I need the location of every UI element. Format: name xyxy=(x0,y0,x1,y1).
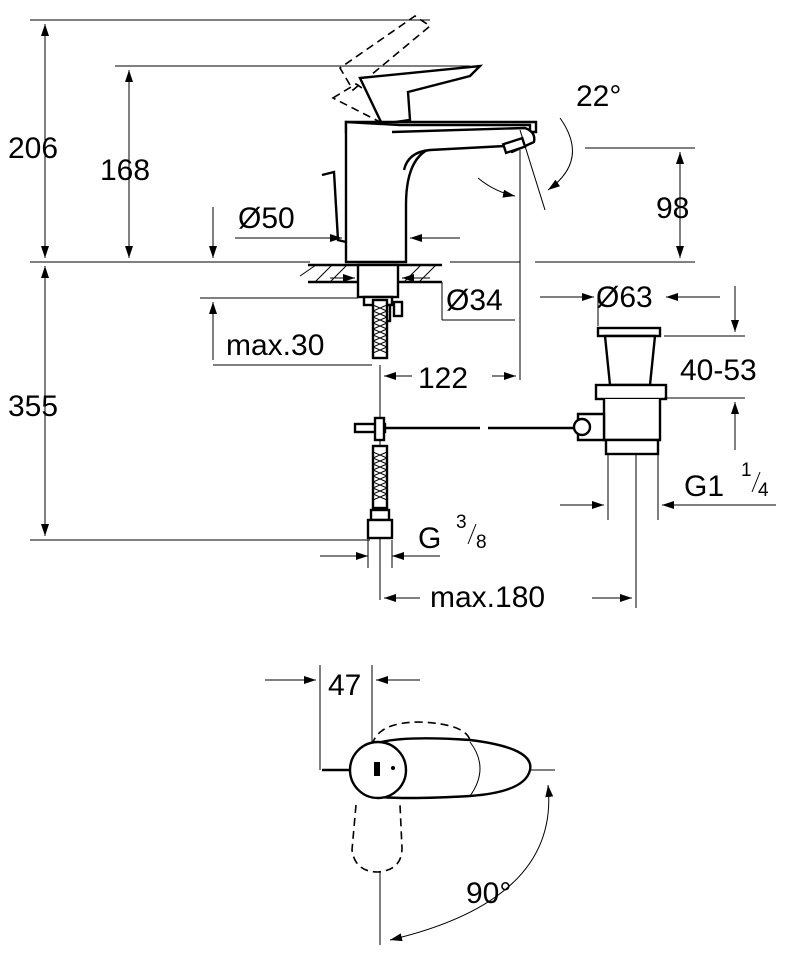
pop-up-waste xyxy=(572,326,668,456)
dim-355-label: 355 xyxy=(8,390,58,423)
hose-thread-label: G xyxy=(418,522,441,555)
dim-122-label: 122 xyxy=(418,362,468,395)
flex-hose-upper xyxy=(371,298,389,360)
hose-thread-denominator: 8 xyxy=(476,532,487,553)
dim-max180-label: max.180 xyxy=(430,581,545,614)
hose-thread-numerator: 3 xyxy=(456,512,467,533)
side-view: 206 168 22° 98 Ø50 Ø34 Ø63 max.30 122 40… xyxy=(8,15,776,614)
lever-top-dashed xyxy=(371,721,471,746)
flex-hose-lower xyxy=(371,444,389,510)
top-view: 47 90° xyxy=(265,665,555,945)
popup-rod xyxy=(321,170,347,244)
dim-40-53-label: 40-53 xyxy=(680,354,757,387)
drain-thread-numerator: 1 xyxy=(741,460,752,481)
dim-d34-label: Ø34 xyxy=(446,284,503,317)
lever-handle xyxy=(358,64,484,126)
dim-98-label: 98 xyxy=(656,192,689,225)
drain-thread-label: G1 xyxy=(684,470,724,503)
dim-90-label: 90° xyxy=(466,877,511,910)
hose-connector xyxy=(366,518,394,540)
drain-thread-denominator: 4 xyxy=(758,480,769,501)
mounting-nut xyxy=(356,263,400,299)
lever-rotated-dashed xyxy=(351,804,403,873)
dim-d63-label: Ø63 xyxy=(596,281,653,314)
dim-206-label: 206 xyxy=(8,132,58,165)
dim-47-label: 47 xyxy=(328,669,361,702)
dim-d50-label: Ø50 xyxy=(238,202,295,235)
dim-max30-label: max.30 xyxy=(226,329,324,362)
dim-22-label: 22° xyxy=(576,80,621,113)
dim-168-label: 168 xyxy=(100,154,150,187)
lever-raised-dashed xyxy=(338,15,432,92)
rotation-arc xyxy=(389,784,554,942)
